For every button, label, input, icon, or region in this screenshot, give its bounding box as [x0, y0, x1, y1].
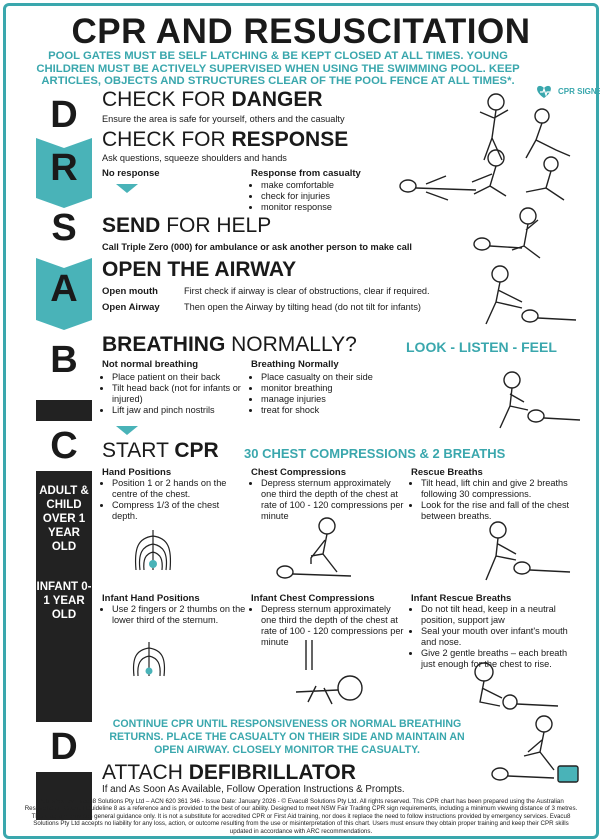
breathing-normally-list: Place casualty on their sidemonitor brea… — [251, 372, 401, 416]
open-airway-label: Open Airway — [102, 302, 160, 313]
breathing-check-illustration — [499, 371, 581, 429]
infant-chest-compressions-list: Depress sternum approximately one third … — [251, 604, 406, 648]
response-heading: CHECK FOR RESPONSE — [102, 128, 349, 151]
rail-chevron — [36, 198, 92, 208]
adult-compressions-illustration — [276, 517, 352, 579]
rail-adult-label: ADULT & CHILD OVER 1 YEAR OLD — [39, 485, 89, 553]
danger-heading: CHECK FOR DANGER — [102, 88, 323, 111]
infant-compressions-illustration — [295, 640, 363, 705]
rail-letter-d2: D — [36, 722, 92, 772]
infant-rescue-breaths-illustration — [474, 662, 559, 710]
chest-compressions-label: Chest Compressions — [251, 467, 347, 478]
hand-positions-label: Hand Positions — [102, 467, 172, 478]
danger-text: Ensure the area is safe for yourself, ot… — [102, 114, 345, 124]
adult-ribcage-icon — [134, 530, 172, 571]
cpr-chart: CPR AND RESUSCITATION POOL GATES MUST BE… — [3, 3, 600, 839]
response-text: Ask questions, squeeze shoulders and han… — [102, 153, 287, 163]
infant-hand-positions-label: Infant Hand Positions — [102, 593, 200, 604]
chest-compressions-list: Depress sternum approximately one third … — [251, 478, 406, 522]
rail-chevron — [36, 320, 92, 330]
airway-heading: OPEN THE AIRWAY — [102, 258, 297, 281]
open-airway-text: Then open the Airway by tilting head (do… — [184, 302, 421, 312]
send-help-illustration — [473, 207, 541, 259]
cpr-signs-logo: CPR SIGNS — [537, 85, 600, 98]
response-check-illustration — [399, 149, 565, 201]
rail-infant-label: INFANT 0- 1 YEAR OLD — [36, 581, 92, 621]
infant-hand-positions-list: Use 2 fingers or 2 thumbs on the lower t… — [102, 604, 247, 626]
no-response-label: No response — [102, 168, 160, 179]
compressions-breaths-tag: 30 CHEST COMPRESSIONS & 2 BREATHS — [244, 446, 506, 461]
rail-letter-a: A — [36, 258, 92, 320]
not-normal-label: Not normal breathing — [102, 359, 199, 370]
open-mouth-label: Open mouth — [102, 286, 158, 297]
response-from-casualty-label: Response from casualty — [251, 168, 361, 179]
open-airway-illustration — [485, 265, 577, 325]
defib-heading: ATTACH DEFIBRILLATOR — [102, 761, 356, 784]
rail-letter-r: R — [36, 138, 92, 198]
infant-chest-compressions-label: Infant Chest Compressions — [251, 593, 375, 604]
open-mouth-text: First check if airway is clear of obstru… — [184, 286, 430, 296]
rescue-breaths-label: Rescue Breaths — [411, 467, 483, 478]
send-heading: SEND FOR HELP — [102, 214, 272, 237]
rail-chevron — [36, 138, 92, 148]
danger-check-illustration — [479, 93, 571, 161]
svg-text:CPR SIGNS: CPR SIGNS — [558, 87, 600, 96]
page-title: CPR AND RESUSCITATION — [71, 12, 531, 51]
hand-positions-list: Position 1 or 2 hands on the centre of t… — [102, 478, 242, 522]
look-listen-feel: LOOK - LISTEN - FEEL — [406, 339, 557, 355]
down-arrow-icon — [116, 426, 138, 435]
response-list: make comfortablecheck for injuriesmonito… — [251, 180, 371, 213]
rail-letter-c: C — [36, 421, 92, 471]
send-text: Call Triple Zero (000) for ambulance or … — [102, 242, 412, 252]
rail-letter-s: S — [36, 198, 92, 258]
legal-footer: Published by Evacu8 Solutions Pty Ltd – … — [24, 798, 578, 835]
down-arrow-icon — [116, 184, 138, 193]
infant-ribcage-icon — [132, 642, 166, 677]
defibrillator-illustration — [491, 715, 579, 783]
rescue-breaths-list: Tilt head, lift chin and give 2 breaths … — [411, 478, 581, 522]
breathing-normally-label: Breathing Normally — [251, 359, 339, 370]
rail-letter-d: D — [36, 92, 92, 138]
adult-rescue-breaths-illustration — [485, 521, 571, 581]
rail-chevron — [36, 258, 92, 268]
continue-cpr-note: CONTINUE CPR UNTIL RESPONSIVENESS OR NOR… — [109, 718, 465, 756]
breathing-heading: BREATHING NORMALLY? — [102, 333, 357, 356]
pool-warning: POOL GATES MUST BE SELF LATCHING & BE KE… — [36, 50, 520, 88]
defib-text: If and As Soon As Available, Follow Oper… — [102, 784, 405, 795]
rail-letter-b: B — [36, 320, 92, 400]
cpr-heading: START CPR — [102, 439, 219, 462]
not-normal-list: Place patient on their backTilt head bac… — [102, 372, 242, 416]
infant-rescue-breaths-label: Infant Rescue Breaths — [411, 593, 512, 604]
